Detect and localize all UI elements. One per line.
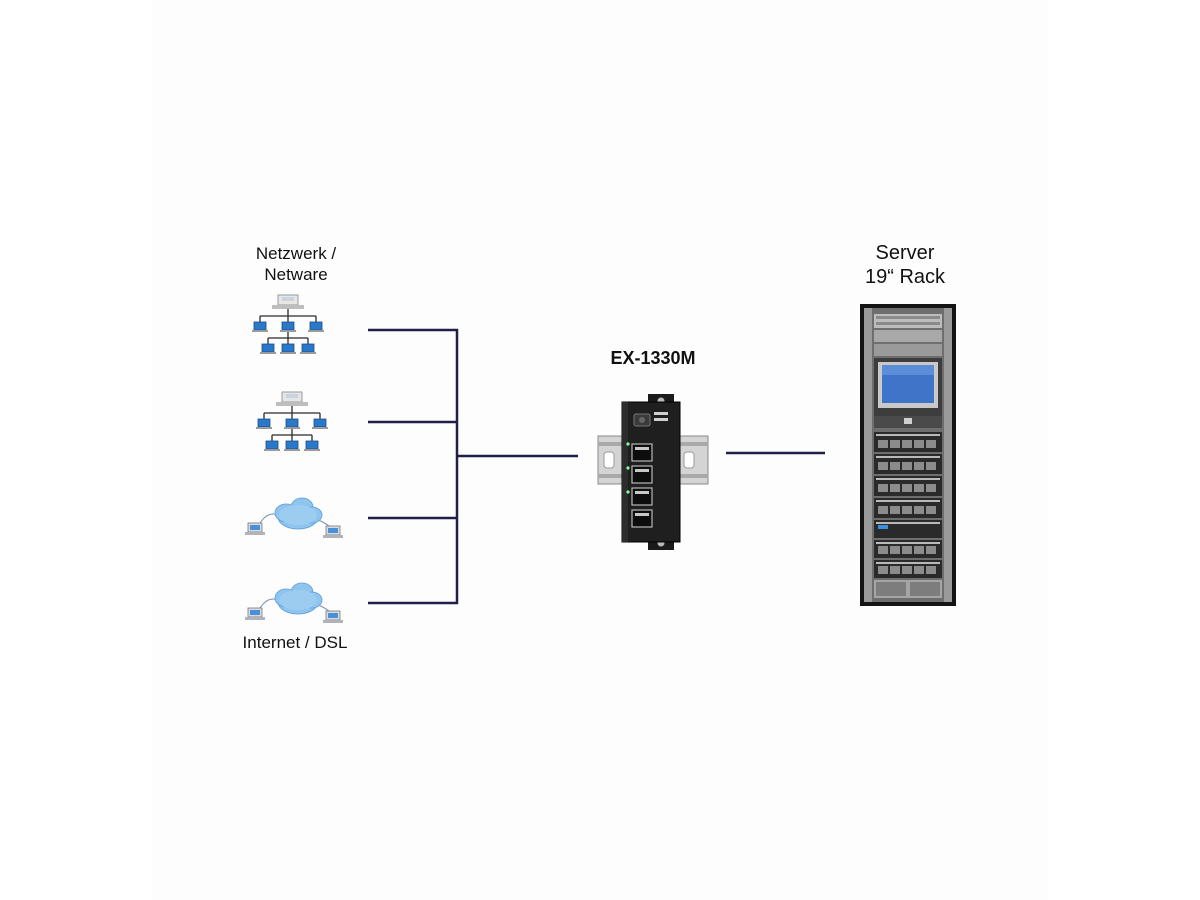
cloud-icon bbox=[245, 497, 343, 538]
cloud-icon bbox=[245, 582, 343, 623]
internet-label: Internet / DSL bbox=[242, 633, 348, 652]
network-label-line-1: Netzwerk / bbox=[255, 244, 337, 263]
network-label: Netzwerk / Netware bbox=[226, 243, 366, 285]
network-tree-icon bbox=[256, 391, 328, 451]
network-label-line-2: Netware bbox=[264, 265, 328, 284]
server-label-line-2: 19“ Rack bbox=[864, 266, 946, 288]
network-tree-icon bbox=[252, 294, 324, 354]
server-rack-icon bbox=[860, 304, 956, 606]
ethernet-switch-icon bbox=[597, 394, 709, 550]
server-label: Server 19“ Rack bbox=[830, 241, 980, 289]
server-label-line-1: Server bbox=[875, 242, 935, 264]
device-label: EX-1330M bbox=[610, 348, 696, 368]
